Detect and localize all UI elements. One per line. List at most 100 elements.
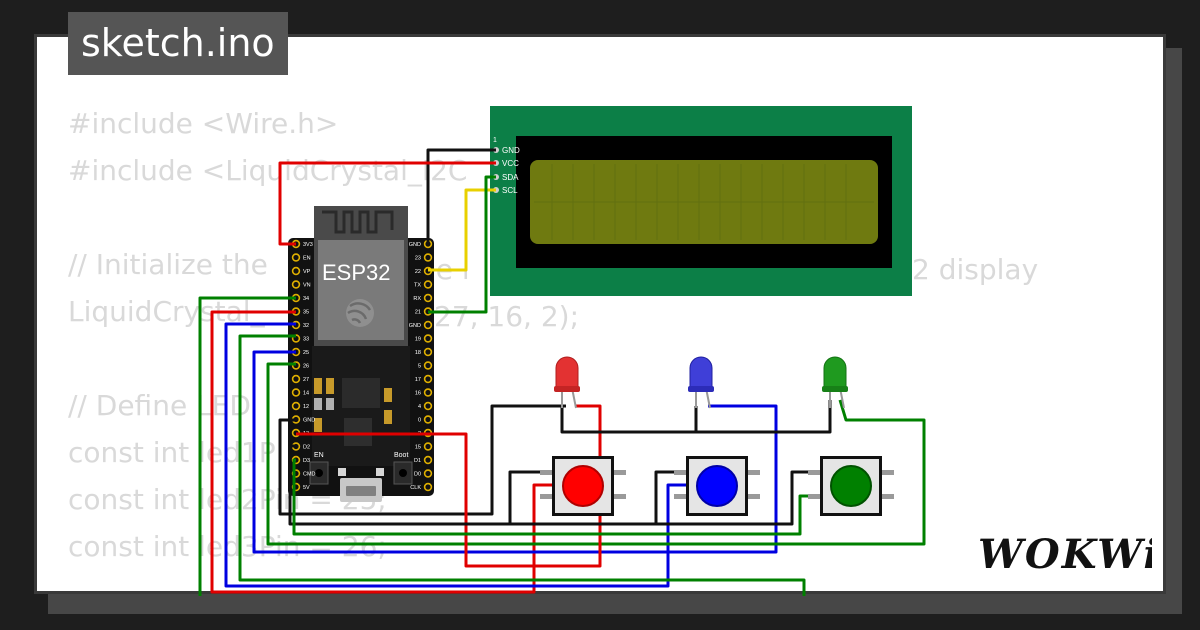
wire-scl-lcd	[428, 188, 496, 272]
wire-gnd-btn1	[288, 444, 552, 526]
esp32-pin-label-right-16: D1	[414, 458, 421, 464]
esp32-pin-pad-right-9[interactable]	[423, 361, 433, 370]
esp32-pin-label-right-8: 18	[415, 350, 421, 356]
lcd-pin-gnd: GND	[502, 146, 520, 155]
esp32-pin-label-left-11: 14	[303, 391, 309, 397]
en-button-cap	[315, 469, 323, 477]
esp32-pin-label-left-12: 12	[303, 404, 309, 410]
esp32-pin-pad-left-1[interactable]	[291, 253, 301, 262]
led-red[interactable]	[554, 356, 580, 409]
esp32-pin-pad-left-2[interactable]	[291, 266, 301, 276]
esp32-pin-pad-right-12[interactable]	[423, 401, 433, 411]
led-blue[interactable]	[688, 356, 714, 409]
esp32-pin-label-right-11: 16	[415, 391, 421, 397]
esp32-pin-label-left-15: D2	[303, 445, 310, 451]
esp32-pin-label-right-18: CLK	[410, 485, 421, 491]
esp32-pin-label-right-4: RX	[413, 296, 421, 302]
wires	[198, 148, 926, 596]
code-line-4: // Initialize the	[68, 248, 268, 281]
esp32-pin-label-right-1: 23	[415, 256, 421, 262]
esp32-board[interactable]: ESP32 EN Boot 3V3ENVPVN34353233252627141…	[288, 206, 434, 502]
btn-leg	[540, 494, 554, 499]
en-label: EN	[314, 452, 324, 459]
code-line-10: const int led3Pin = 26;	[68, 530, 387, 563]
code-fragment-ctor: 27, 16, 2);	[434, 300, 580, 333]
esp32-pin-pad-right-7[interactable]	[423, 334, 433, 343]
esp32-pin-label-left-18: 5V	[303, 485, 310, 491]
led-green-body	[823, 356, 847, 391]
esp32-pin-pad-right-8[interactable]	[423, 347, 433, 357]
wire-blue-btn	[224, 322, 686, 588]
esp32-pin-label-right-0: GND	[409, 242, 421, 248]
esp32-pin-pad-left-3[interactable]	[291, 280, 301, 289]
esp32-pin-label-right-5: 21	[415, 310, 421, 316]
esp32-pin-label-left-17: CMD	[303, 472, 316, 478]
esp32-pin-label-right-15: 15	[415, 445, 421, 451]
wokwi-logo: WOKWi	[978, 531, 1152, 578]
btn-leg	[746, 470, 760, 475]
esp32-pin-label-right-7: 19	[415, 337, 421, 343]
esp32-pin-pad-right-4[interactable]	[423, 293, 433, 303]
esp32-pin-label-left-13: GND	[303, 418, 315, 424]
esp32-pin-label-right-6: GND	[409, 323, 421, 329]
wire-red-led	[296, 404, 602, 568]
esp32-pin-pad-right-15[interactable]	[423, 442, 433, 451]
lcd-pin-scl: SCL	[502, 186, 518, 195]
btn-red-cap	[562, 465, 604, 507]
btn-leg	[674, 494, 688, 499]
lcd-character-grid	[534, 164, 874, 240]
resistor	[314, 398, 322, 410]
esp32-pin-pad-right-17[interactable]	[423, 469, 433, 478]
wire-green-1	[198, 296, 296, 596]
esp32-pin-pad-right-6[interactable]	[423, 320, 433, 330]
wire-gnd-btn3	[656, 470, 818, 526]
wire-green-led	[266, 362, 926, 546]
wire-gnd-leds	[278, 404, 566, 516]
usb-uart-chip	[344, 418, 372, 446]
pushbutton-red[interactable]	[540, 456, 626, 516]
wire-gnd-lcd	[426, 148, 496, 244]
resistor	[326, 398, 334, 410]
esp32-pin-label-left-9: 26	[303, 364, 309, 370]
esp32-pin-pad-right-18[interactable]	[423, 482, 433, 492]
lcd-pin-sda: SDA	[502, 173, 519, 182]
boot-label: Boot	[394, 452, 408, 459]
esp32-pin-label-left-0: 3V3	[303, 242, 313, 248]
esp32-pin-pad-left-12[interactable]	[291, 401, 301, 411]
btn-leg	[746, 494, 760, 499]
lcd-display[interactable]: 1 GND VCC SDA SCL	[490, 106, 912, 296]
wire-green-btn	[292, 458, 818, 536]
antenna-trace	[322, 210, 394, 234]
pushbutton-green[interactable]	[808, 456, 894, 516]
wire-vcc-lcd	[278, 161, 496, 246]
wire-gnd-btn2	[510, 470, 686, 526]
esp32-pin-label-left-7: 33	[303, 337, 309, 343]
esp32-pin-label-right-17: D0	[414, 472, 421, 478]
esp32-pin-pad-left-11[interactable]	[291, 388, 301, 397]
code-fragment-display: 2 display	[912, 253, 1039, 286]
pushbutton-blue[interactable]	[674, 456, 760, 516]
esp32-pin-label-right-3: TX	[414, 283, 421, 289]
esp32-pin-pad-left-10[interactable]	[291, 374, 301, 384]
esp32-pin-label-right-9: 5	[418, 364, 421, 370]
btn-leg	[540, 470, 554, 475]
esp32-pin-label-left-2: VP	[303, 269, 311, 275]
esp32-pin-pad-right-1[interactable]	[423, 253, 433, 262]
esp32-pin-label-left-1: EN	[303, 256, 311, 262]
esp32-pin-pad-right-3[interactable]	[423, 280, 433, 289]
esp32-pin-label-left-3: VN	[303, 283, 311, 289]
file-tab[interactable]: sketch.ino	[68, 12, 288, 75]
esp32-pin-pad-right-13[interactable]	[423, 415, 433, 424]
capacitor	[326, 378, 334, 394]
esp32-left-header: 3V3ENVPVN343532332526271412GND13D2D3CMD5…	[291, 239, 316, 492]
esp32-pin-pad-right-11[interactable]	[423, 388, 433, 397]
esp32-pin-label-left-16: D3	[303, 458, 310, 464]
esp32-pin-label-left-6: 32	[303, 323, 309, 329]
esp32-pin-pad-right-10[interactable]	[423, 374, 433, 384]
wire-blue-led	[252, 350, 778, 554]
esp32-pin-label-right-10: 17	[415, 377, 421, 383]
esp32-pin-pad-right-16[interactable]	[423, 455, 433, 465]
led-green[interactable]	[822, 356, 848, 409]
